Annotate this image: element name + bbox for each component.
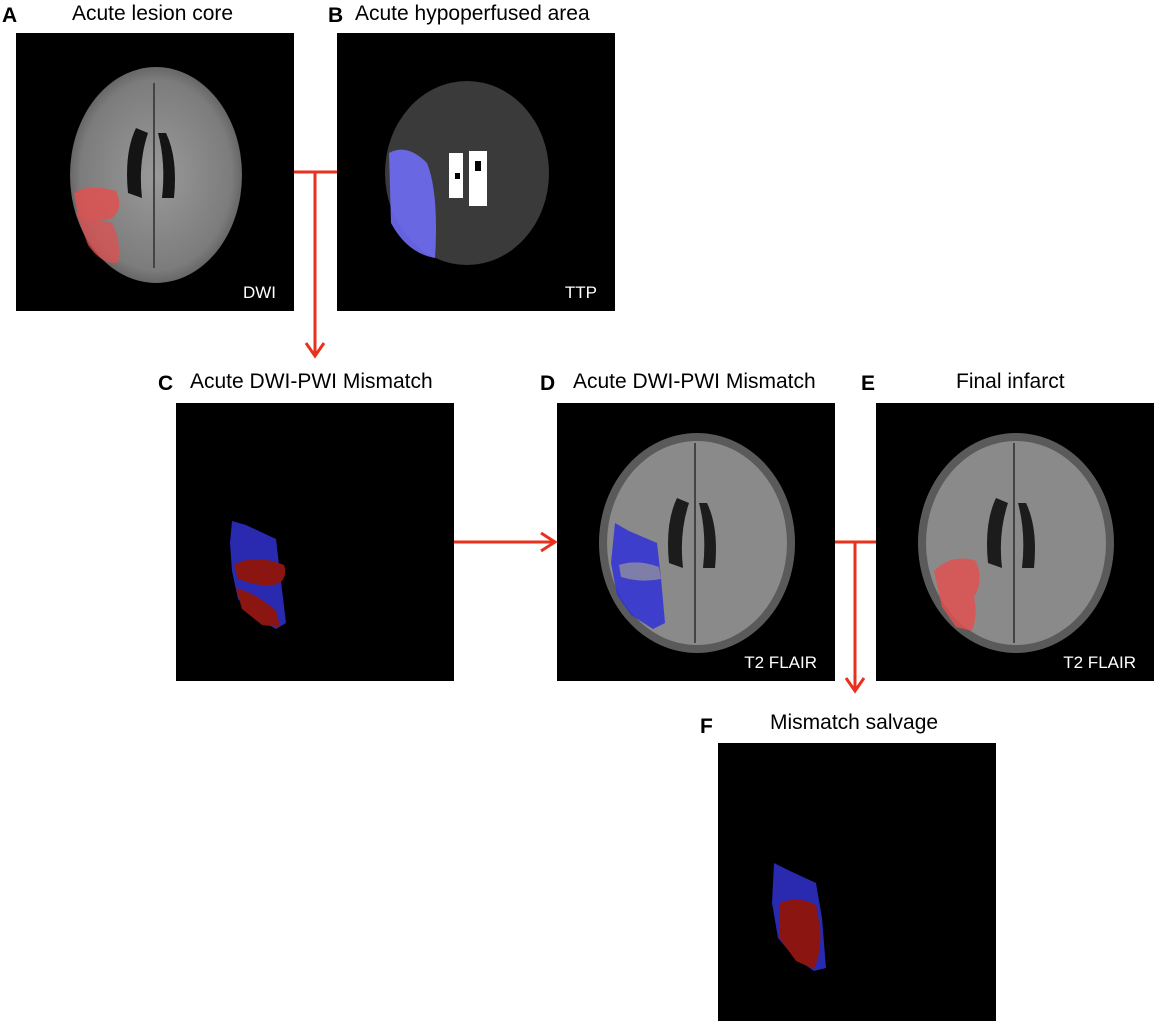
panel-letter-e: E xyxy=(861,372,876,395)
panel-letter-b: B xyxy=(328,4,344,27)
ttp-scan-image: TTP xyxy=(337,33,615,311)
modality-label-dwi: DWI xyxy=(242,283,276,302)
modality-label-flair-d: T2 FLAIR xyxy=(744,653,817,672)
modality-label-flair-e: T2 FLAIR xyxy=(1063,653,1136,672)
modality-label-ttp: TTP xyxy=(564,283,597,302)
panel-letter-a: A xyxy=(2,4,18,27)
arrow-de-to-f-head xyxy=(844,677,866,694)
panel-title-c: Acute DWI-PWI Mismatch xyxy=(190,370,433,393)
panel-title-d: Acute DWI-PWI Mismatch xyxy=(573,370,816,393)
panel-title-a: Acute lesion core xyxy=(72,2,234,25)
final-infarct-image: T2 FLAIR xyxy=(876,403,1154,681)
flair-mismatch-image: T2 FLAIR xyxy=(557,403,835,681)
arrow-ab-to-c-head xyxy=(304,342,326,359)
panel-letter-f: F xyxy=(700,715,713,738)
dwi-scan-image: DWI xyxy=(16,33,294,311)
panel-letter-c: C xyxy=(158,372,174,395)
panel-title-b: Acute hypoperfused area xyxy=(355,2,590,25)
panel-title-e: Final infarct xyxy=(956,370,1065,393)
arrow-c-to-d-head xyxy=(540,531,558,553)
mismatch-salvage-image xyxy=(718,743,996,1021)
panel-letter-d: D xyxy=(540,372,556,395)
panel-title-f: Mismatch salvage xyxy=(770,711,939,734)
mismatch-map-image xyxy=(176,403,454,681)
